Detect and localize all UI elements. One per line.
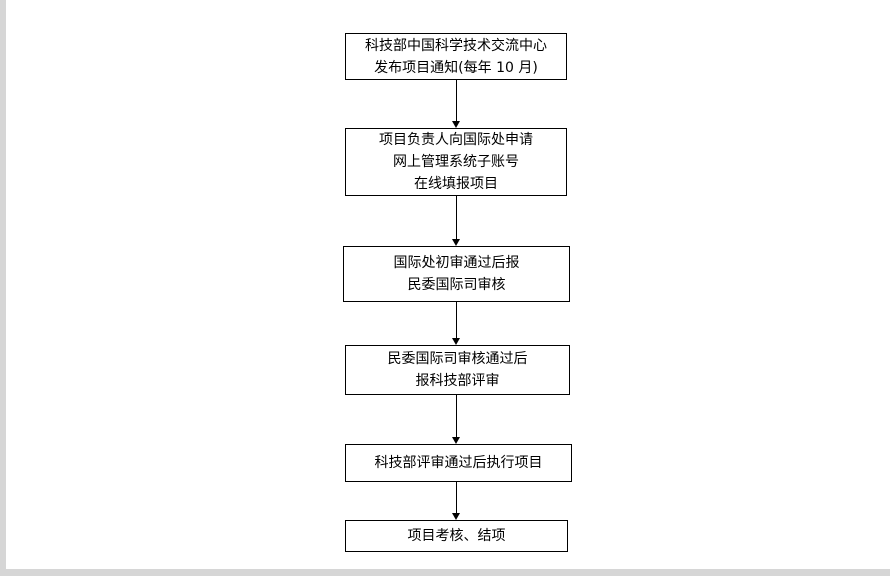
- arrow-shaft: [455, 196, 457, 240]
- arrow-shaft: [455, 80, 457, 122]
- flow-node-line: 民委国际司审核: [407, 277, 506, 293]
- arrow-down-connector: [450, 482, 462, 520]
- flow-node-ethnic-affairs-review: 民委国际司审核通过后 报科技部评审: [345, 345, 570, 395]
- flow-node-line: 科技部中国科学技术交流中心: [365, 37, 547, 54]
- flow-node-line: 项目考核、结项: [407, 528, 506, 544]
- flow-node-account-application: 项目负责人向国际处申请 网上管理系统子账号 在线填报项目: [345, 128, 567, 196]
- page-edge-bottom: [0, 569, 890, 576]
- flow-node-line: 民委国际司审核通过后: [387, 351, 528, 367]
- flow-node-project-acceptance: 项目考核、结项: [345, 520, 568, 552]
- flow-node-project-notice: 科技部中国科学技术交流中心 发布项目通知(每年 10 月): [345, 33, 567, 80]
- flow-node-line: 项目负责人向国际处申请: [379, 132, 533, 148]
- arrow-head-icon: [452, 121, 460, 128]
- arrow-head-icon: [452, 338, 460, 345]
- arrow-down-connector: [450, 80, 462, 128]
- arrow-head-icon: [452, 513, 460, 520]
- arrow-shaft: [455, 395, 457, 438]
- flow-node-line: 科技部评审通过后执行项目: [374, 455, 543, 471]
- page-edge-left: [0, 0, 6, 576]
- arrow-down-connector: [450, 302, 462, 345]
- flow-node-line: 国际处初审通过后报: [393, 255, 520, 271]
- arrow-shaft: [455, 482, 457, 514]
- flow-node-line: 网上管理系统子账号: [393, 154, 519, 170]
- flow-node-most-review-execution: 科技部评审通过后执行项目: [345, 444, 572, 482]
- flow-node-line: 报科技部评审: [415, 373, 500, 389]
- flow-node-line: 在线填报项目: [414, 176, 498, 192]
- arrow-down-connector: [450, 395, 462, 444]
- arrow-head-icon: [452, 239, 460, 246]
- flow-node-international-office-review: 国际处初审通过后报 民委国际司审核: [343, 246, 570, 302]
- arrow-shaft: [455, 302, 457, 339]
- arrow-head-icon: [452, 437, 460, 444]
- flow-node-line: 发布项目通知(每年 10 月): [374, 59, 538, 76]
- arrow-down-connector: [450, 196, 462, 246]
